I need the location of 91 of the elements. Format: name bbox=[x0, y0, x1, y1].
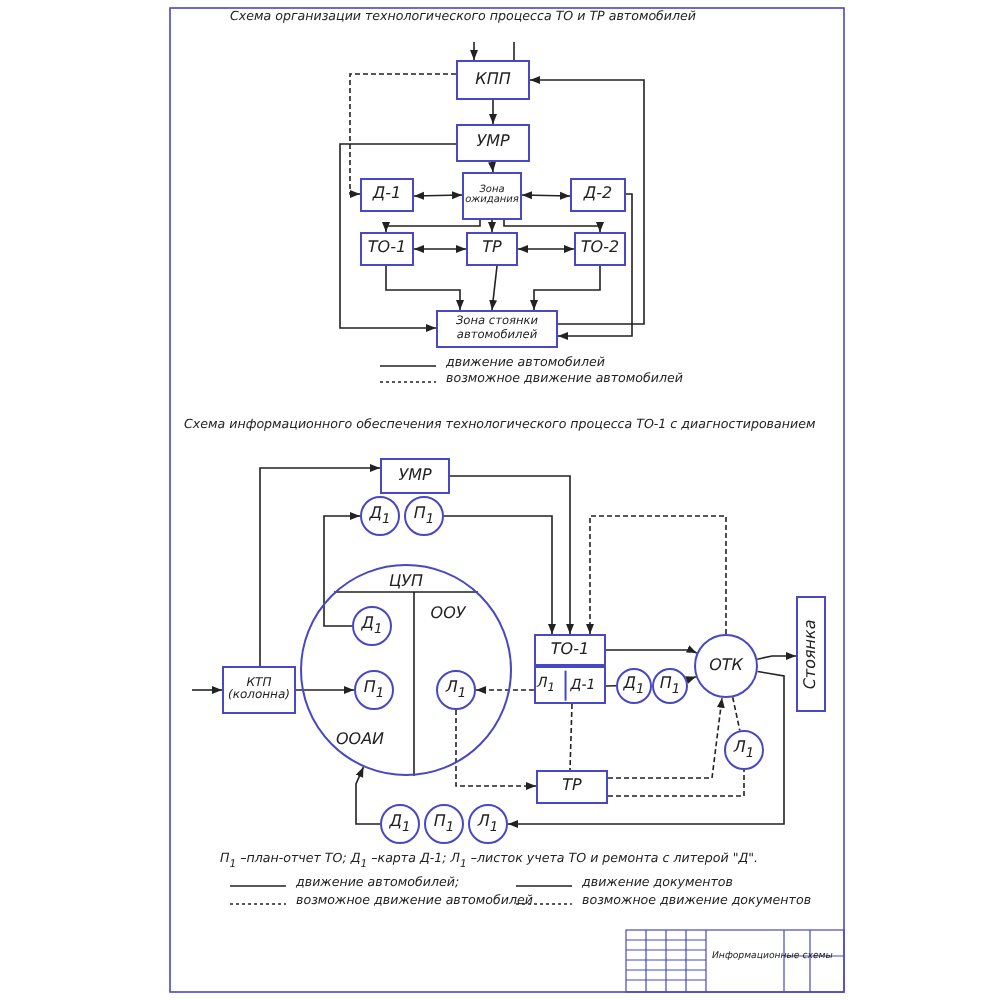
connector-arrow bbox=[443, 515, 556, 635]
node-label: ТО-1 bbox=[550, 641, 590, 659]
connector-arrow bbox=[607, 696, 725, 779]
node-label: П$_{1}$ bbox=[413, 505, 435, 527]
document-circle bbox=[616, 668, 652, 704]
connector-arrow bbox=[449, 475, 574, 635]
connector-arrow bbox=[355, 766, 381, 825]
document-circle bbox=[468, 804, 508, 844]
connector-arrow bbox=[455, 709, 537, 790]
process-box bbox=[536, 770, 608, 804]
connector-arrow bbox=[605, 645, 698, 654]
connector-arrow bbox=[259, 464, 381, 667]
connector-arrow bbox=[413, 191, 463, 200]
inspection-circle bbox=[694, 634, 758, 698]
process-box bbox=[360, 178, 414, 212]
connector-arrow bbox=[413, 245, 467, 253]
connector-arrow bbox=[756, 652, 797, 660]
document-circle bbox=[404, 496, 444, 536]
connector-arrow bbox=[488, 161, 496, 173]
connector-arrow bbox=[557, 193, 633, 340]
node-label: Л$_{1}$ bbox=[445, 679, 467, 701]
document-circle bbox=[380, 804, 420, 844]
process-box bbox=[462, 172, 522, 220]
connector-arrow bbox=[586, 515, 727, 635]
connector-line bbox=[731, 696, 741, 732]
connector-arrow bbox=[475, 686, 535, 694]
node-label: Д$_{1}$ bbox=[623, 675, 645, 697]
process-box bbox=[222, 666, 296, 714]
connector-arrow bbox=[382, 219, 481, 233]
node-label: ТО-2 bbox=[580, 240, 620, 258]
connector-arrow bbox=[517, 245, 575, 253]
document-circle bbox=[354, 670, 394, 710]
connector-arrow bbox=[521, 191, 571, 200]
process-box bbox=[456, 60, 530, 100]
node-label: КПП bbox=[475, 71, 511, 89]
node-label: П$_{1}$ bbox=[433, 813, 455, 835]
connector-arrow bbox=[489, 99, 497, 125]
connector-arrow bbox=[191, 686, 223, 694]
process-box bbox=[436, 310, 558, 348]
node-label: ОТК bbox=[709, 657, 743, 675]
node-label: УМР bbox=[398, 467, 432, 485]
connector-arrow bbox=[385, 265, 464, 311]
node-label: Д$_{1}$ bbox=[361, 615, 383, 637]
node-label: ООУ bbox=[430, 605, 466, 623]
node-label: УМР bbox=[476, 134, 510, 152]
connector-arrow bbox=[349, 73, 457, 198]
document-circle bbox=[436, 670, 476, 710]
node-label: Д-1 bbox=[372, 186, 402, 204]
node-label: Л$_{1}$ bbox=[477, 813, 499, 835]
connector-arrow bbox=[529, 76, 645, 325]
connector-arrow bbox=[530, 265, 601, 311]
node-label: Стоянка bbox=[802, 619, 820, 689]
node-label: Д$_{1}$ bbox=[369, 505, 391, 527]
document-circle bbox=[360, 496, 400, 536]
node-label: Д-2 bbox=[583, 186, 613, 204]
connector-arrow bbox=[685, 675, 697, 684]
connector-line bbox=[513, 41, 515, 61]
process-box bbox=[380, 458, 450, 494]
document-circle bbox=[424, 804, 464, 844]
process-box bbox=[574, 232, 626, 266]
document-circle bbox=[652, 668, 688, 704]
process-box bbox=[466, 232, 518, 266]
connector-arrow bbox=[488, 219, 496, 233]
process-box bbox=[534, 666, 606, 704]
connector-arrow bbox=[507, 670, 785, 828]
process-box bbox=[570, 178, 626, 212]
process-box bbox=[456, 124, 530, 162]
node-label: ООАИ bbox=[335, 731, 385, 749]
process-box bbox=[796, 596, 826, 712]
connector-line bbox=[569, 703, 573, 771]
node-label: ТР bbox=[482, 240, 502, 258]
connector-arrow bbox=[503, 219, 604, 233]
node-label: ТР bbox=[562, 778, 582, 796]
control-center-circle bbox=[300, 564, 512, 776]
node-label: Д$_{1}$ bbox=[389, 813, 411, 835]
node-label: П$_{1}$ bbox=[659, 675, 681, 697]
connector-arrow bbox=[339, 143, 457, 332]
connector-arrow bbox=[295, 686, 355, 694]
document-circle bbox=[724, 730, 764, 770]
node-label: ТО-1 bbox=[367, 240, 407, 258]
node-label: ЦУП bbox=[388, 573, 424, 591]
connector-arrow bbox=[323, 512, 361, 627]
document-circle bbox=[352, 606, 392, 646]
connector-line bbox=[607, 769, 745, 797]
connector-line bbox=[605, 684, 617, 687]
process-box bbox=[534, 634, 606, 666]
node-label: П$_{1}$ bbox=[363, 679, 385, 701]
connector-arrow bbox=[470, 41, 478, 61]
process-box bbox=[360, 232, 414, 266]
node-label: Л$_{1}$ bbox=[733, 739, 755, 761]
connector-arrow bbox=[489, 265, 498, 311]
